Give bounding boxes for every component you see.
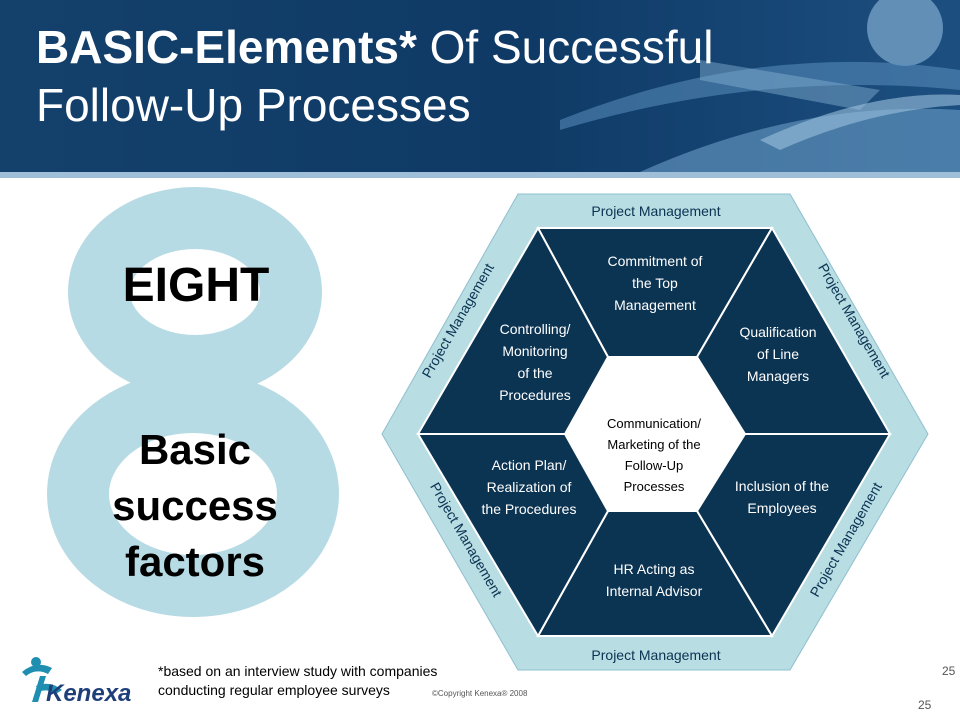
segment-upper-right-line-3: Managers: [747, 368, 809, 384]
title-rest: Of Successful: [416, 21, 714, 73]
segment-center-line-4: Processes: [624, 479, 685, 494]
segment-upper-left-line-2: Monitoring: [502, 343, 567, 359]
segment-top-text: Commitment of the Top Management: [608, 253, 703, 313]
segment-top-line-2: the Top: [632, 275, 678, 291]
kenexa-logo-icon: Kenexa: [22, 657, 131, 707]
segment-bottom-text: HR Acting as Internal Advisor: [606, 561, 703, 599]
footnote: *based on an interview study with compan…: [158, 662, 437, 700]
basic-line-1: Basic: [138, 426, 252, 473]
footnote-line-2: conducting regular employee surveys: [158, 682, 390, 698]
header-decoration: [560, 0, 960, 172]
segment-upper-right-line-1: Qualification: [739, 324, 816, 340]
page-number-top: 25: [942, 664, 956, 678]
segment-bottom-line-2: Internal Advisor: [606, 583, 703, 599]
segment-upper-left-text: Controlling/ Monitoring of the Procedure…: [499, 321, 571, 403]
header-divider: [0, 172, 960, 178]
title-bold: BASIC-Elements*: [36, 21, 417, 73]
segment-lower-left-line-2: Realization of: [487, 479, 572, 495]
segment-upper-left-line-4: Procedures: [499, 387, 571, 403]
segment-top-line-1: Commitment of: [608, 253, 703, 269]
segment-lower-right-line-2: Employees: [747, 500, 816, 516]
segment-lower-left-line-1: Action Plan/: [492, 457, 567, 473]
segment-upper-right-text: Qualification of Line Managers: [739, 324, 816, 384]
segment-center-line-1: Communication/: [607, 416, 701, 431]
segment-center-line-2: Marketing of the: [607, 437, 700, 452]
eight-label: EIGHT: [122, 259, 270, 312]
segment-lower-right-line-1: Inclusion of the: [735, 478, 829, 494]
page-number-bottom: 25: [918, 698, 932, 712]
basic-success-factors: Basic success factors: [70, 422, 320, 590]
segment-bottom-line-1: HR Acting as: [614, 561, 695, 577]
segment-center-line-3: Follow-Up: [625, 458, 684, 473]
copyright: ©Copyright Kenexa® 2008: [432, 689, 528, 698]
segment-center: [564, 356, 746, 512]
header-banner: BASIC-Elements* Of Successful Follow-Up …: [0, 0, 960, 172]
segment-lower-left-line-3: the Procedures: [482, 501, 577, 517]
segment-top-line-3: Management: [614, 297, 696, 313]
segment-upper-right-line-2: of Line: [757, 346, 799, 362]
ring-label-top: Project Management: [591, 203, 720, 219]
basic-line-2: success: [112, 482, 278, 529]
footnote-line-1: *based on an interview study with compan…: [158, 663, 438, 679]
segment-upper-left-line-1: Controlling/: [500, 321, 571, 337]
segment-lower-right-text: Inclusion of the Employees: [735, 478, 829, 516]
basic-line-3: factors: [124, 538, 266, 585]
ring-label-bottom: Project Management: [591, 647, 720, 663]
segment-upper-left-line-3: of the: [517, 365, 552, 381]
logo-text: Kenexa: [46, 680, 131, 707]
title-line2: Follow-Up Processes: [36, 79, 471, 131]
segment-lower-left-text: Action Plan/ Realization of the Procedur…: [482, 457, 577, 517]
page-title: BASIC-Elements* Of Successful Follow-Up …: [36, 18, 713, 134]
segment-center-text: Communication/ Marketing of the Follow-U…: [607, 416, 701, 494]
